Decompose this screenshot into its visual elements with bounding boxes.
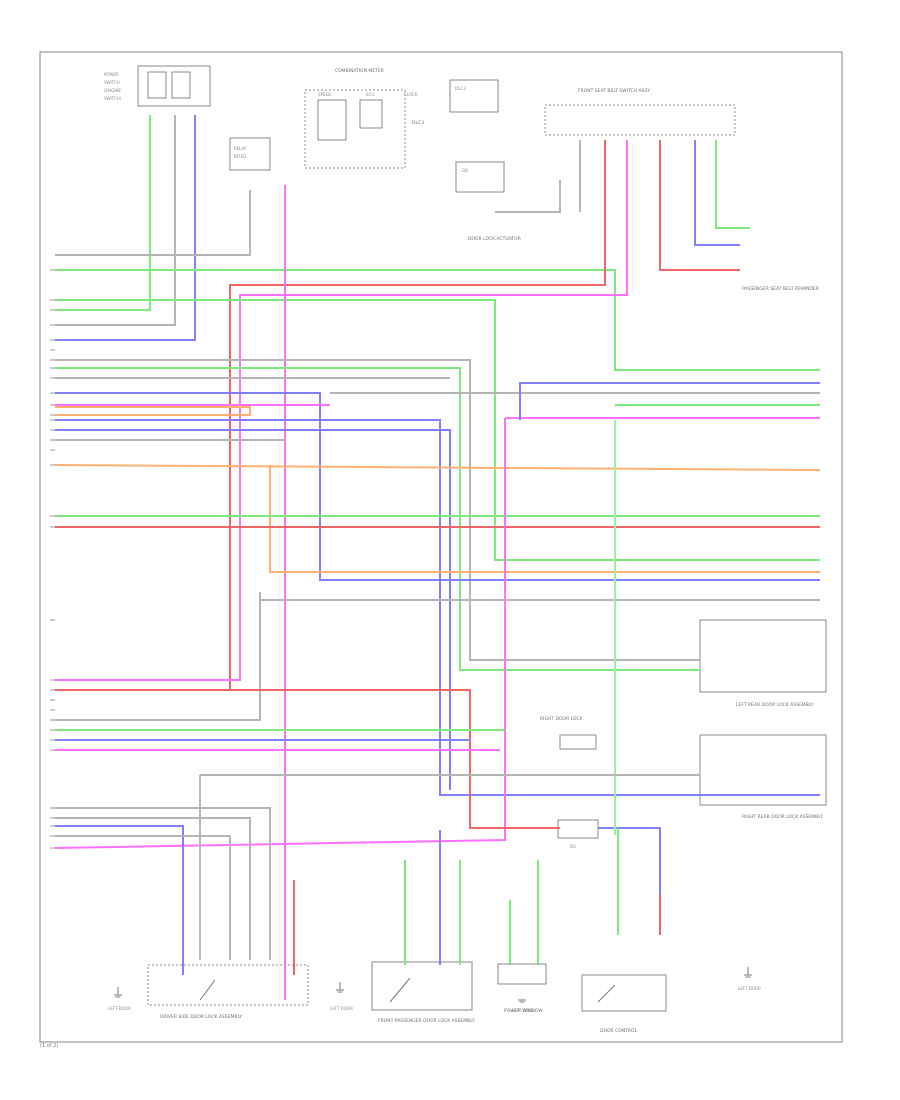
svg-text:SWITCH): SWITCH) <box>104 96 122 101</box>
wire-gray-33 <box>55 817 251 960</box>
wire-gray-27 <box>55 592 261 721</box>
wire-red-28 <box>55 689 560 829</box>
passenger-seat-belt-reminder: PASSENGER SEAT BELT REMINDER <box>742 286 819 292</box>
wire-gray-50 <box>55 190 251 256</box>
svg-text:DLC3: DLC3 <box>455 86 466 91</box>
door-lock-actuator: D/L DOOR LOCK ACTUATOR <box>455 161 521 242</box>
left-rear-door-lock: LEFT REAR DOOR LOCK ASSEMBLY <box>699 619 827 708</box>
page-footer: (1 of 2) <box>40 1043 59 1049</box>
wire-green-47 <box>715 140 750 229</box>
combination-meter: COMBINATION METER SPEED ECU CLOCK <box>304 68 418 169</box>
wire-gray-1 <box>55 115 176 326</box>
wire-green-3 <box>55 269 820 371</box>
wire-orange-18 <box>54 464 821 471</box>
combination-meter-label: COMBINATION METER <box>335 68 384 74</box>
svg-text:CLOCK: CLOCK <box>404 92 418 97</box>
wire-blue-16 <box>55 429 451 790</box>
right-door-lock-label: RIGHT DOOR LOCK <box>540 716 584 722</box>
driver-door-lock-label: DRIVER SIDE DOOR LOCK ASSEMBLY <box>160 1014 242 1020</box>
wire-green-6 <box>55 299 820 561</box>
ground-label-1: LEFT DOOR <box>108 1006 131 1011</box>
wire-orange-19 <box>269 465 820 573</box>
dlc3-connector: DLC3 DLC3 <box>412 79 499 126</box>
wire-blue-2 <box>55 115 196 341</box>
wire-orange-14 <box>55 406 251 416</box>
svg-text:SWITCH: SWITCH <box>104 80 120 85</box>
wire-blue-11 <box>55 392 820 581</box>
wire-blue-42 <box>598 827 661 935</box>
svg-text:D/L: D/L <box>462 168 469 173</box>
svg-text:(ENGINE: (ENGINE <box>104 88 121 93</box>
door-lock-actuator-label: DOOR LOCK ACTUATOR <box>468 236 521 242</box>
wire-gray-48 <box>495 180 561 213</box>
power-window-switch: POWER WINDOW <box>497 963 547 1014</box>
wire-green-0 <box>55 115 151 311</box>
right-door-lock-switch: RIGHT DOOR LOCK <box>540 716 597 750</box>
wire-blue-15 <box>55 419 820 796</box>
left-rear-door-label: LEFT REAR DOOR LOCK ASSEMBLY <box>736 702 814 708</box>
wire-pink-22 <box>54 418 506 849</box>
svg-text:D/L: D/L <box>570 844 577 849</box>
svg-text:RELAY: RELAY <box>234 146 247 151</box>
power-window-label: POWER WINDOW <box>504 1008 543 1014</box>
svg-text:SPEED: SPEED <box>318 92 331 97</box>
wire-gray-8 <box>55 359 700 661</box>
wire-group <box>54 115 821 1000</box>
right-rear-door-lock: RIGHT REAR DOOR LOCK ASSEMBLY <box>699 734 827 820</box>
front-seat-belt-switch: FRONT SEAT BELT SWITCH ASSY <box>544 88 736 136</box>
relay-component: RELAY INTEG. <box>229 137 271 171</box>
wire-red-45 <box>659 140 740 271</box>
power-switch: POWER SWITCH (ENGINE SWITCH) <box>104 65 211 107</box>
wire-blue-46 <box>694 140 740 246</box>
front-seat-belt-label: FRONT SEAT BELT SWITCH ASSY <box>578 88 650 94</box>
ground-label-3: LEFT DOOR <box>512 1008 535 1013</box>
ground-label-4: LEFT DOOR <box>738 986 761 991</box>
wire-pink-5 <box>55 140 628 681</box>
pin-number-group <box>50 269 55 849</box>
front-passenger-door-lock: FRONT PASSENGER DOOR LOCK ASSEMBLY <box>371 961 475 1024</box>
svg-text:POWER: POWER <box>104 72 119 77</box>
wire-blue-25 <box>519 382 820 420</box>
dlc3-label: DLC3 <box>412 120 424 126</box>
right-rear-door-label: RIGHT REAR DOOR LOCK ASSEMBLY <box>742 814 823 820</box>
ground-label-2: LEFT DOOR <box>330 1006 353 1011</box>
door-control-label: DOOR CONTROL <box>600 1028 638 1034</box>
wire-gray-32 <box>55 807 271 960</box>
wire-green-9 <box>55 367 700 671</box>
svg-text:INTEG.: INTEG. <box>234 154 248 159</box>
diagram-frame <box>39 51 843 1043</box>
wire-blue-34 <box>55 825 184 975</box>
svg-text:ECU: ECU <box>366 92 374 97</box>
ground-symbols: LEFT DOOR LEFT DOOR LEFT DOOR LEFT DOOR <box>108 967 761 1013</box>
driver-door-lock-assembly: DRIVER SIDE DOOR LOCK ASSEMBLY <box>147 964 309 1020</box>
passenger-seat-belt-label: PASSENGER SEAT BELT REMINDER <box>742 286 819 292</box>
center-connector: D/L <box>557 819 599 849</box>
door-control: DOOR CONTROL <box>581 974 667 1034</box>
front-passenger-door-label: FRONT PASSENGER DOOR LOCK ASSEMBLY <box>378 1018 475 1024</box>
wire-gray-35 <box>55 835 231 960</box>
